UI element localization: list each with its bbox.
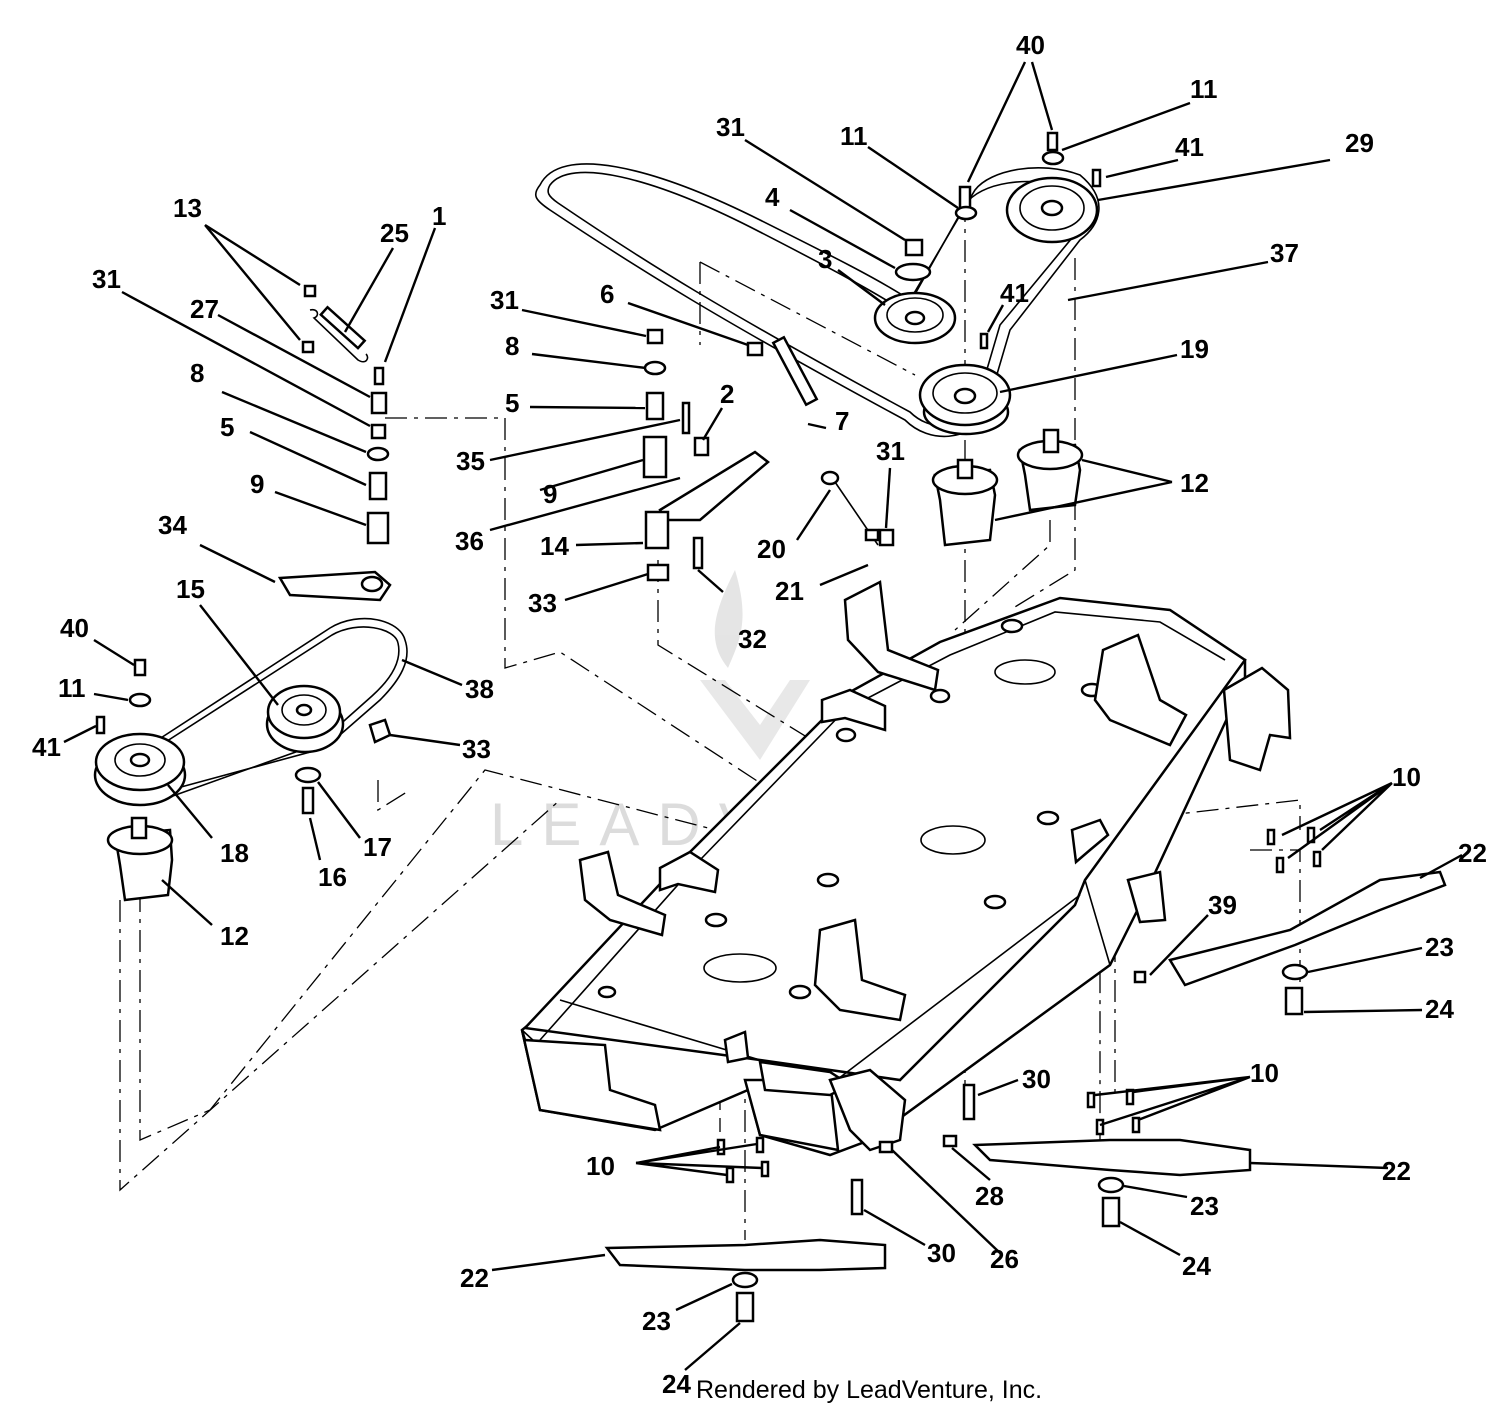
callout-8: 8 <box>505 331 519 361</box>
callout-11: 11 <box>840 121 868 151</box>
callout-8: 8 <box>190 358 204 388</box>
callout-24: 24 <box>1182 1251 1211 1281</box>
callout-24: 24 <box>1425 994 1454 1024</box>
callout-2: 2 <box>720 379 734 409</box>
callout-14: 14 <box>540 531 569 561</box>
blade-bolts <box>716 826 1322 1216</box>
callout-12: 12 <box>1180 468 1209 498</box>
callout-26: 26 <box>990 1244 1019 1274</box>
callout-36: 36 <box>455 526 484 556</box>
left-hardware <box>95 658 392 815</box>
callout-33: 33 <box>528 588 557 618</box>
callout-10: 10 <box>1392 762 1421 792</box>
blade-22-right <box>1168 870 1447 1016</box>
callout-3: 3 <box>818 244 832 274</box>
callout-labels: 40 11 11 41 29 31 4 3 37 41 19 12 13 25 … <box>32 30 1487 1399</box>
callout-31: 31 <box>92 264 121 294</box>
callout-19: 19 <box>1180 334 1209 364</box>
belt-38 <box>149 617 408 798</box>
callout-33: 33 <box>462 734 491 764</box>
callout-41: 41 <box>1000 278 1029 308</box>
center-idler-arm-parts <box>642 328 895 582</box>
callout-18: 18 <box>220 838 249 868</box>
callout-7: 7 <box>835 406 849 436</box>
callout-31: 31 <box>716 112 745 142</box>
footer-credit: Rendered by LeadVenture, Inc. <box>696 1376 1043 1404</box>
callout-25: 25 <box>380 218 409 248</box>
callout-11: 11 <box>1190 74 1218 104</box>
pulley-19 <box>918 363 1012 436</box>
callout-16: 16 <box>318 862 347 892</box>
callout-22: 22 <box>460 1263 489 1293</box>
callout-4: 4 <box>765 182 780 212</box>
callout-10: 10 <box>586 1151 615 1181</box>
blade-22-middle <box>972 1138 1252 1228</box>
leader-lines <box>63 61 1463 1371</box>
callout-22: 22 <box>1382 1156 1411 1186</box>
callout-22: 22 <box>1458 838 1487 868</box>
callout-35: 35 <box>456 446 485 476</box>
callout-23: 23 <box>1425 932 1454 962</box>
callout-15: 15 <box>176 574 205 604</box>
mower-deck-housing <box>520 580 1292 1157</box>
callout-5: 5 <box>505 388 519 418</box>
callout-28: 28 <box>975 1181 1004 1211</box>
callout-6: 6 <box>600 279 614 309</box>
callout-24: 24 <box>662 1369 691 1399</box>
callout-29: 29 <box>1345 128 1374 158</box>
callout-27: 27 <box>190 294 219 324</box>
spindle-12-right <box>1016 428 1084 512</box>
callout-30: 30 <box>927 1238 956 1268</box>
callout-38: 38 <box>465 674 494 704</box>
callout-5: 5 <box>220 412 234 442</box>
blade-22-left <box>604 1238 887 1323</box>
hardware-top <box>894 131 1102 350</box>
callout-37: 37 <box>1270 238 1299 268</box>
callout-23: 23 <box>1190 1191 1219 1221</box>
callout-30: 30 <box>1022 1064 1051 1094</box>
callout-9: 9 <box>543 479 557 509</box>
idler-pulley-3 <box>873 291 957 345</box>
callout-1: 1 <box>432 201 446 231</box>
spindle-12-left <box>106 816 174 902</box>
spindle-12-center <box>931 458 999 547</box>
callout-32: 32 <box>738 624 767 654</box>
callout-17: 17 <box>363 832 392 862</box>
callout-40: 40 <box>1016 30 1045 60</box>
callout-11: 11 <box>58 673 86 703</box>
callout-10: 10 <box>1250 1058 1279 1088</box>
callout-40: 40 <box>60 613 89 643</box>
callout-41: 41 <box>32 732 61 762</box>
callout-21: 21 <box>775 576 804 606</box>
callout-31: 31 <box>876 436 905 466</box>
pulley-15 <box>265 684 345 754</box>
callout-31: 31 <box>490 285 519 315</box>
callout-20: 20 <box>757 534 786 564</box>
pulley-29 <box>1005 176 1099 244</box>
callout-12: 12 <box>220 921 249 951</box>
pulley-18 <box>93 732 187 807</box>
left-idler-arm-parts <box>277 284 392 602</box>
callout-23: 23 <box>642 1306 671 1336</box>
callout-9: 9 <box>250 469 264 499</box>
callout-39: 39 <box>1208 890 1237 920</box>
callout-13: 13 <box>173 193 202 223</box>
callout-34: 34 <box>158 510 187 540</box>
callout-41: 41 <box>1175 132 1204 162</box>
